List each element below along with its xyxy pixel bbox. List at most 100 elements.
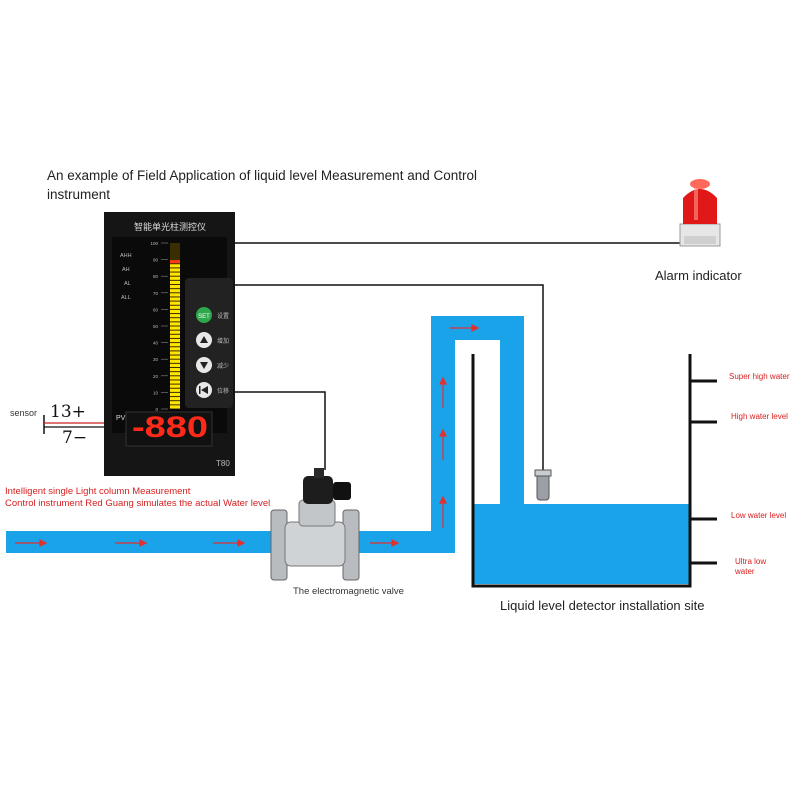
scale-tick-label: 60	[153, 307, 159, 312]
button-caption: 增加	[217, 337, 229, 345]
valve-label: The electromagnetic valve	[293, 586, 404, 597]
scale-tick-label: 100	[150, 241, 158, 246]
set-key-label: SET	[198, 314, 210, 320]
downcomer-pipe	[500, 316, 524, 506]
bar-segment	[170, 343, 180, 347]
shift-icon[interactable]	[196, 382, 212, 398]
bar-segment	[170, 330, 180, 334]
flow-arrow-icon	[439, 428, 447, 460]
level-label-high: High water level	[731, 412, 788, 421]
bar-segment	[170, 405, 180, 409]
bar-segment	[170, 305, 180, 309]
bar-segment	[170, 401, 180, 405]
bar-segment	[170, 380, 180, 384]
scale-tick-label: 40	[153, 341, 159, 346]
instrument-note-line: Intelligent single Light column Measurem…	[5, 486, 191, 497]
alarm-beacon	[679, 179, 721, 247]
flow-arrow-icon	[115, 539, 148, 547]
valve-wire	[235, 391, 326, 470]
level-tag: AH	[122, 267, 130, 273]
bar-segment	[170, 314, 180, 318]
sensor-terminal	[43, 415, 104, 434]
bar-segment	[170, 318, 180, 322]
instrument-note-line: Control instrument Red Guang simulates t…	[5, 498, 271, 509]
pv-display: -880	[132, 411, 208, 444]
bar-segment	[170, 268, 180, 272]
tank-water	[473, 504, 689, 584]
scale-tick-label: 90	[153, 258, 159, 263]
site-label: Liquid level detector installation site	[500, 598, 705, 613]
bar-segment	[170, 355, 180, 359]
bar-segment	[170, 338, 180, 343]
diagram-title: An example of Field Application of liqui…	[47, 168, 477, 202]
level-label-low: Low water level	[731, 511, 787, 520]
bar-segment	[170, 260, 180, 264]
scale-tick-label: 30	[153, 357, 159, 362]
up-arrow-icon[interactable]	[196, 332, 212, 348]
bar-segment	[170, 293, 180, 297]
bar-segment	[170, 280, 180, 284]
flow-arrow-icon	[370, 539, 400, 547]
bar-segment	[170, 351, 180, 355]
scale-tick-label: 10	[153, 390, 159, 395]
scale-tick-label: 50	[153, 324, 159, 329]
flow-arrow-icon	[439, 495, 447, 528]
scale-tick-label: 70	[153, 291, 159, 296]
flow-arrow-icon	[213, 539, 246, 547]
pv-label: PV	[116, 415, 126, 422]
bar-segment	[170, 297, 180, 301]
terminal-positive: 13+	[50, 402, 86, 422]
terminal-negative: 7−	[62, 428, 88, 448]
inlet-pipe	[6, 531, 432, 553]
level-tag: ALL	[121, 295, 131, 301]
bar-segment	[170, 326, 180, 330]
tank-wall	[471, 354, 692, 588]
model-label: T80	[216, 459, 230, 468]
scale-tick-label: 80	[153, 274, 159, 279]
bar-segment	[170, 363, 180, 367]
flow-arrow-icon	[450, 324, 480, 332]
level-tag: AL	[124, 281, 131, 287]
sensor-label: sensor	[10, 408, 38, 418]
bar-segment	[170, 272, 180, 276]
bar-segment	[170, 301, 180, 305]
alarm-indicator-label: Alarm indicator	[655, 268, 742, 283]
bar-segment	[170, 264, 180, 268]
bar-segment	[170, 384, 180, 388]
scale-tick-label: 20	[153, 374, 159, 379]
flow-arrow-icon	[15, 539, 48, 547]
level-probe	[534, 469, 552, 501]
solenoid-valve	[270, 468, 360, 581]
instrument-header: 智能单光柱测控仪	[134, 221, 206, 232]
flow-arrows	[15, 324, 480, 547]
button-caption: 设置	[217, 312, 229, 320]
level-tag: AHH	[120, 253, 132, 259]
bar-segment	[170, 376, 180, 380]
bar-segment	[170, 388, 180, 392]
bar-segment	[170, 309, 180, 314]
bar-segment	[170, 359, 180, 363]
flow-arrow-icon	[439, 376, 447, 408]
instrument-note: Intelligent single Light column Measurem…	[5, 486, 270, 510]
bar-segment	[170, 276, 180, 280]
button-caption: 减少	[217, 362, 229, 370]
down-arrow-icon[interactable]	[196, 357, 212, 373]
bar-segment	[170, 334, 180, 338]
bar-segment	[170, 347, 180, 351]
level-label-super-high: Super high water	[729, 372, 790, 381]
level-label-ultra-low: Ultra low water	[735, 557, 767, 576]
detector-wire	[235, 284, 544, 470]
bar-segment	[170, 397, 180, 401]
set-button-icon[interactable]: SET	[196, 307, 212, 323]
bar-segment	[170, 285, 180, 289]
bar-segment	[170, 372, 180, 376]
bar-segment	[170, 368, 180, 372]
bar-segment	[170, 322, 180, 326]
bar-segment	[170, 392, 180, 397]
bar-segment	[170, 289, 180, 293]
button-caption: 位移	[217, 387, 229, 395]
level-bar	[170, 260, 180, 409]
scale-tick-label: 0	[155, 407, 158, 412]
